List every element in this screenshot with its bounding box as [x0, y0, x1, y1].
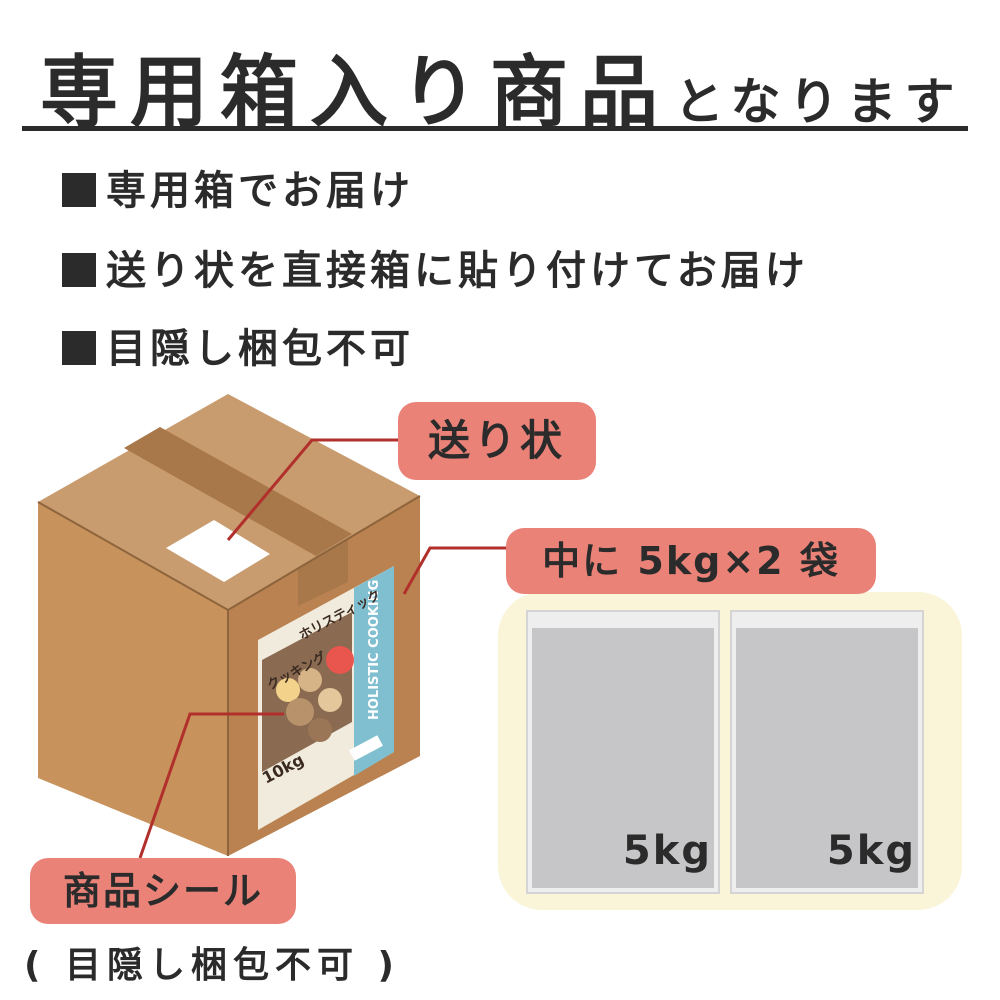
page-title: 専用箱入り商品となります — [40, 30, 963, 142]
callout-line-sticker — [138, 712, 284, 859]
bullet-text: 目隠し梱包不可 — [106, 326, 414, 372]
bullet-item: 送り状を直接箱に貼り付けてお届け — [62, 238, 809, 296]
bullet-square-icon — [62, 331, 96, 365]
title-main: 専用箱入り商品 — [40, 48, 671, 138]
bullet-square-icon — [62, 253, 96, 287]
bullet-square-icon — [62, 173, 96, 207]
bullet-item: 目隠し梱包不可 — [62, 316, 414, 374]
title-sub: となります — [674, 73, 963, 131]
title-underline — [22, 126, 968, 131]
bullet-text: 専用箱でお届け — [106, 168, 414, 214]
box-front — [38, 502, 228, 856]
box-tape — [124, 427, 352, 556]
bullet-text: 送り状を直接箱に貼り付けてお届け — [106, 248, 809, 294]
product-label-note: ( 目隠し梱包不可 ) — [24, 945, 400, 986]
box-side-tape — [298, 538, 348, 606]
sticker-brand: HOLISTIC COOKING — [367, 580, 382, 720]
food-bag: 5kg — [730, 610, 924, 894]
callout-line-shipping — [226, 438, 398, 541]
callout-shipping-label: 送り状 — [398, 402, 596, 480]
bag-weight: 5kg — [826, 828, 916, 874]
product-sticker: HOLISTIC COOKING ホリスティック クッキング 10kg — [258, 566, 394, 830]
bag-weight: 5kg — [622, 828, 712, 874]
bullet-item: 専用箱でお届け — [62, 158, 414, 216]
callout-line-contents — [402, 546, 506, 595]
bag-body — [736, 628, 918, 888]
callout-product-label: 商品シール — [30, 858, 296, 924]
shipping-label-sticker — [166, 520, 270, 582]
bag-body — [532, 628, 714, 888]
food-bag: 5kg — [526, 610, 720, 894]
callout-contents: 中に 5kg×2 袋 — [506, 528, 876, 594]
